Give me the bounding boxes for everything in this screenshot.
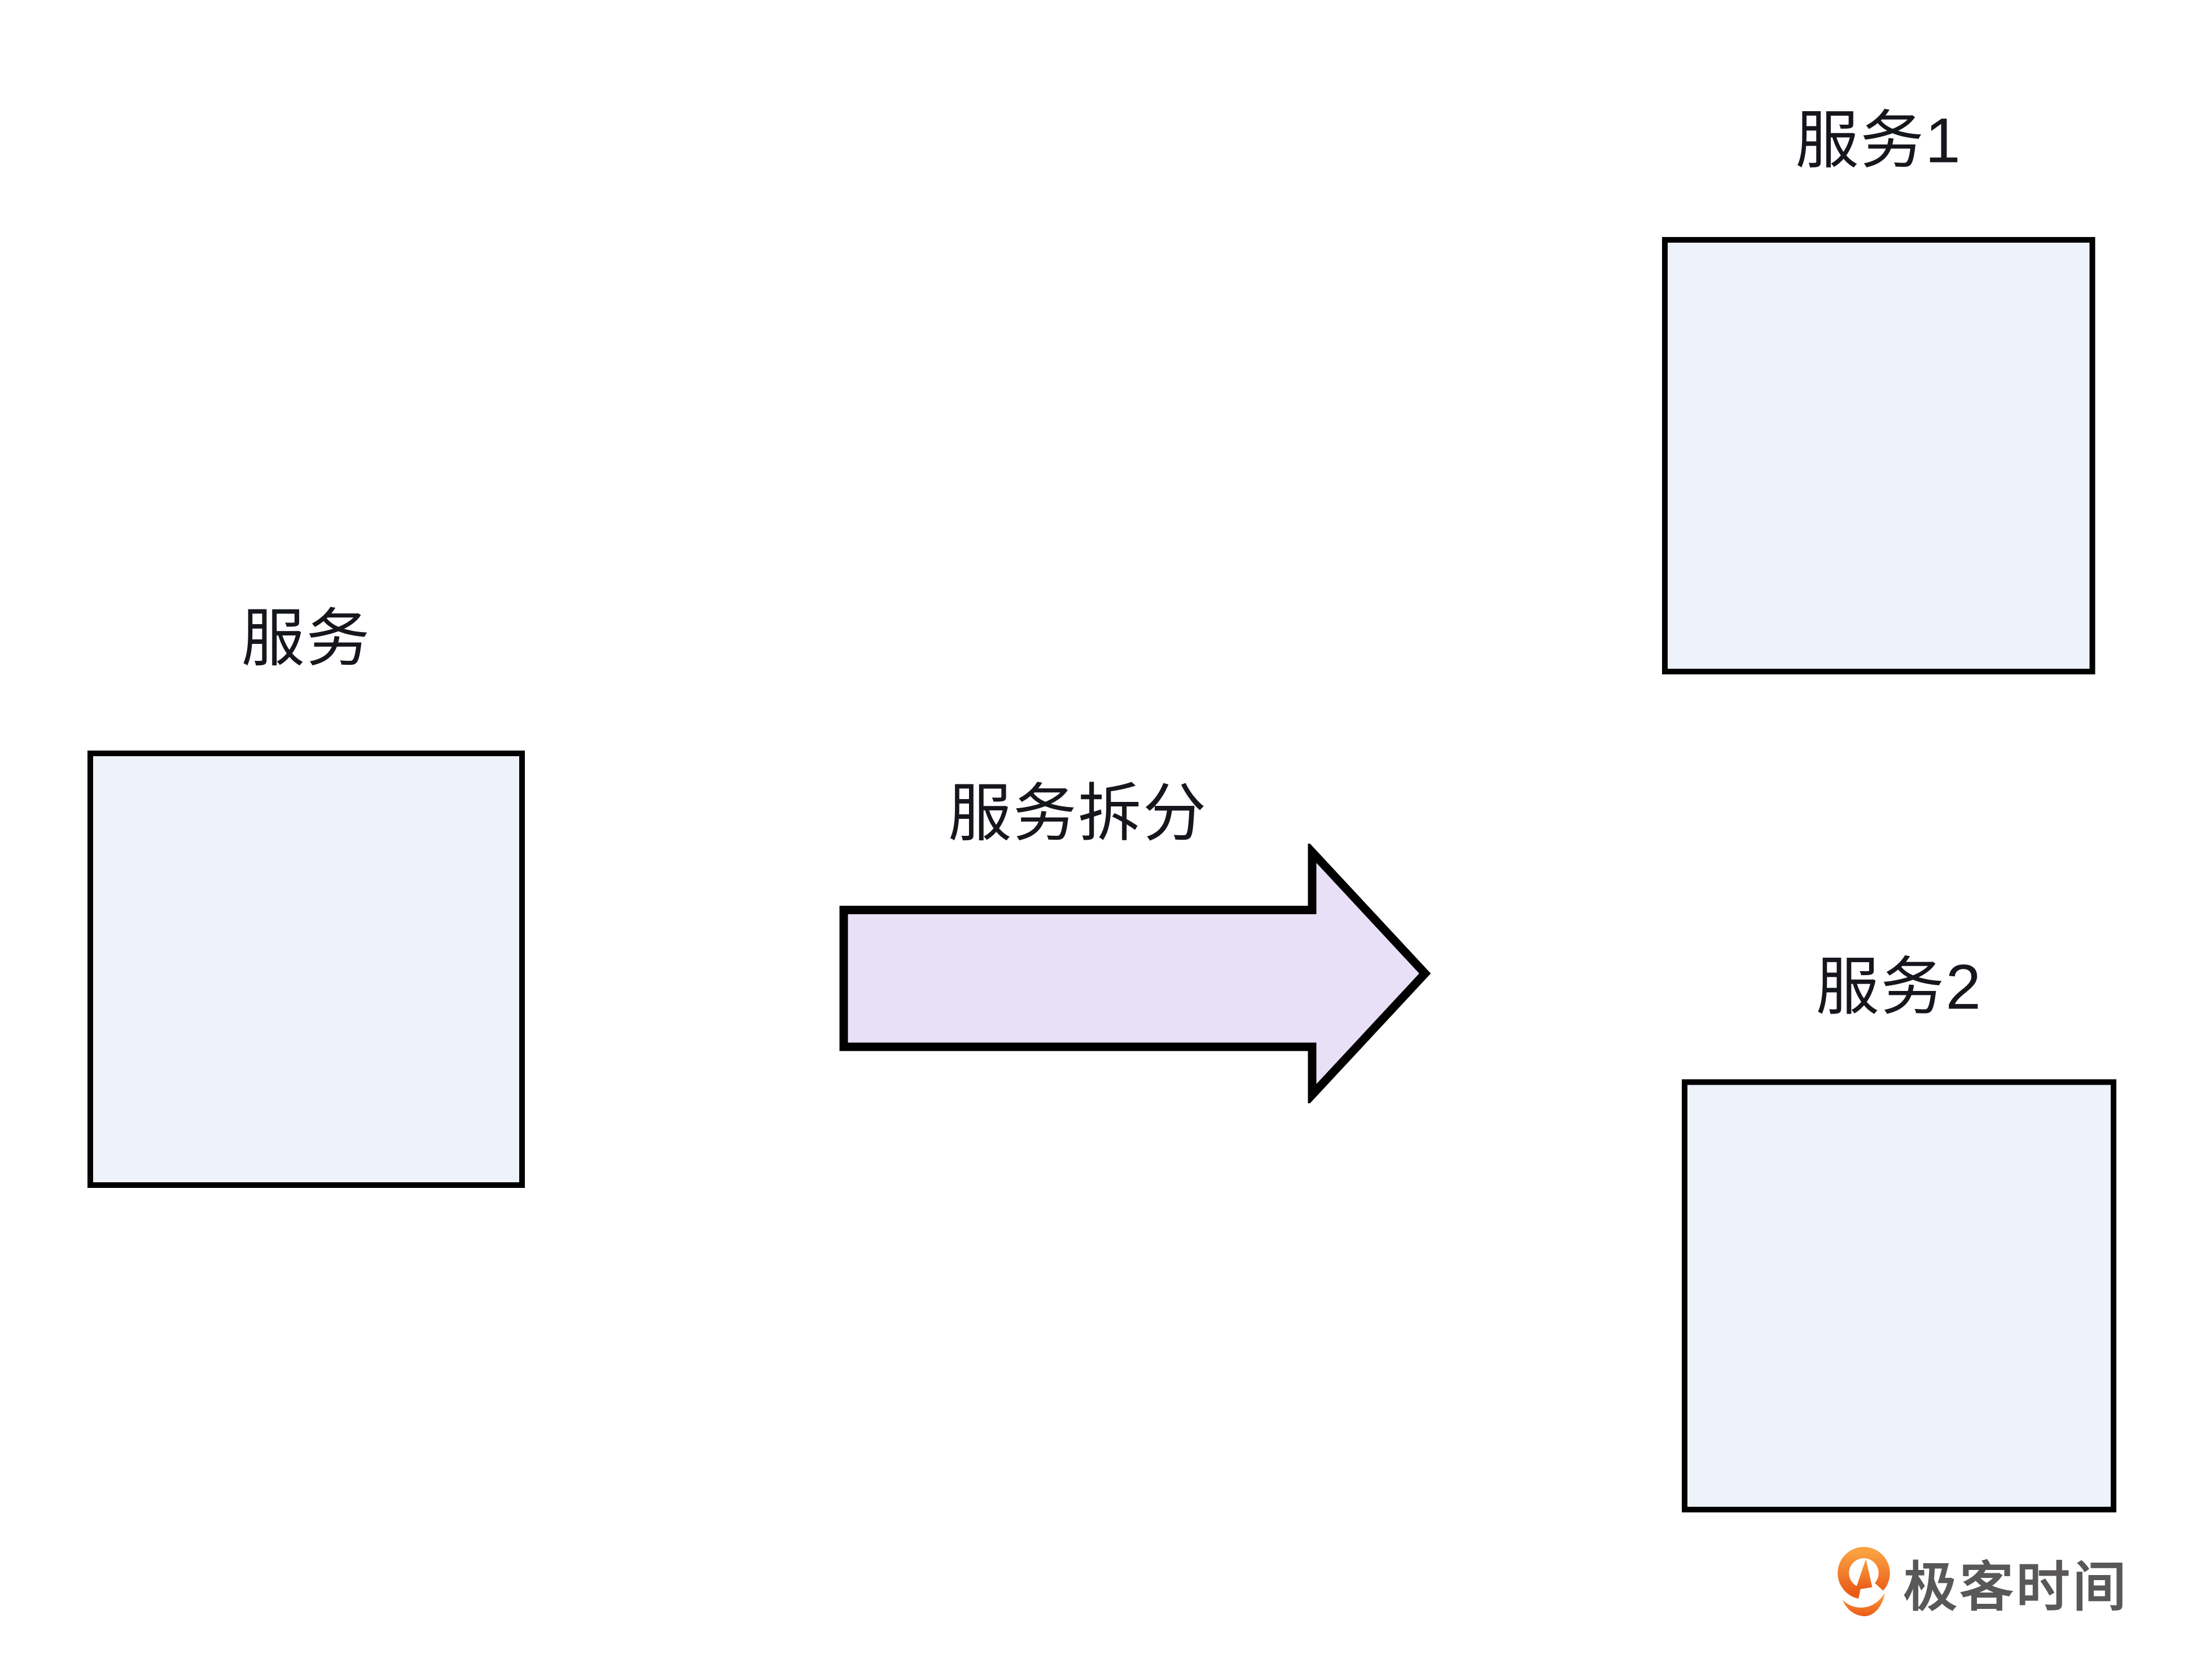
logo-wedge	[1855, 1559, 1873, 1590]
service-1-box	[1662, 237, 2095, 674]
service-split-label: 服务拆分	[948, 777, 1208, 849]
service-2-label: 服务2	[1816, 951, 1983, 1023]
geektime-logo-icon	[1838, 1547, 1890, 1617]
service-2-box	[1682, 1079, 2116, 1512]
geektime-logo: 极客时间	[1837, 1543, 2129, 1620]
service-1-label: 服务1	[1795, 104, 1962, 177]
service-split-arrow	[839, 844, 1431, 1103]
logo-swoosh	[1843, 1593, 1885, 1617]
monolith-service-label: 服务	[241, 602, 371, 674]
service-split-arrow-shape	[839, 844, 1431, 1103]
logo-ring	[1838, 1547, 1890, 1599]
monolith-service-box	[87, 751, 525, 1188]
geektime-logo-text: 极客时间	[1903, 1558, 2129, 1618]
